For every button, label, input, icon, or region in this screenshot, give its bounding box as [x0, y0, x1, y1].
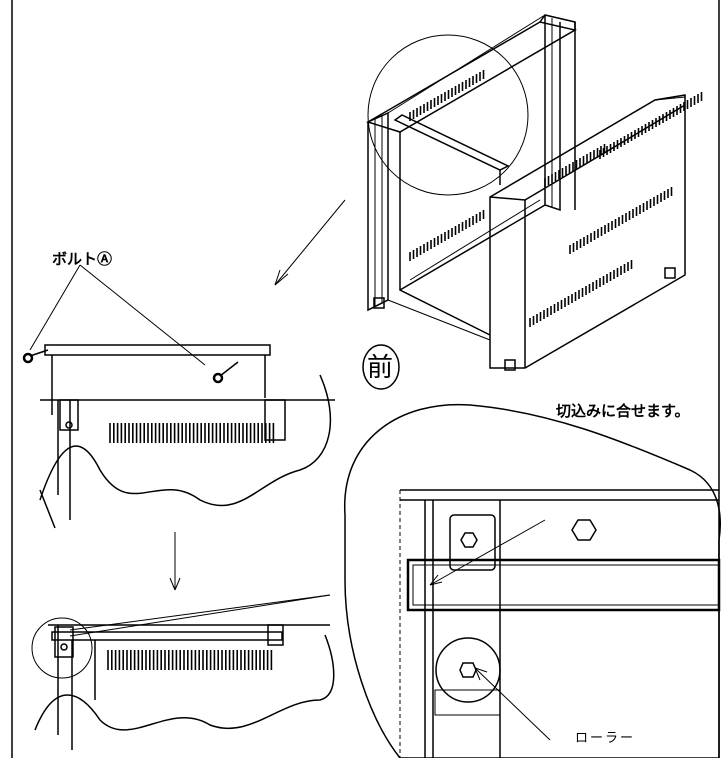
detail-assembled: [31, 594, 335, 750]
front-mark-label: 前: [367, 353, 394, 383]
roller-label: ローラー: [575, 731, 636, 746]
arrow-1: [274, 199, 346, 286]
bolt-a-label: ボルトⒶ: [52, 250, 113, 268]
detail-bolts: [22, 264, 335, 529]
rack-cabinet: [366, 14, 703, 371]
detail-magnified: [344, 403, 721, 758]
cutout-note-label: 切込みに合せます。: [556, 402, 690, 420]
